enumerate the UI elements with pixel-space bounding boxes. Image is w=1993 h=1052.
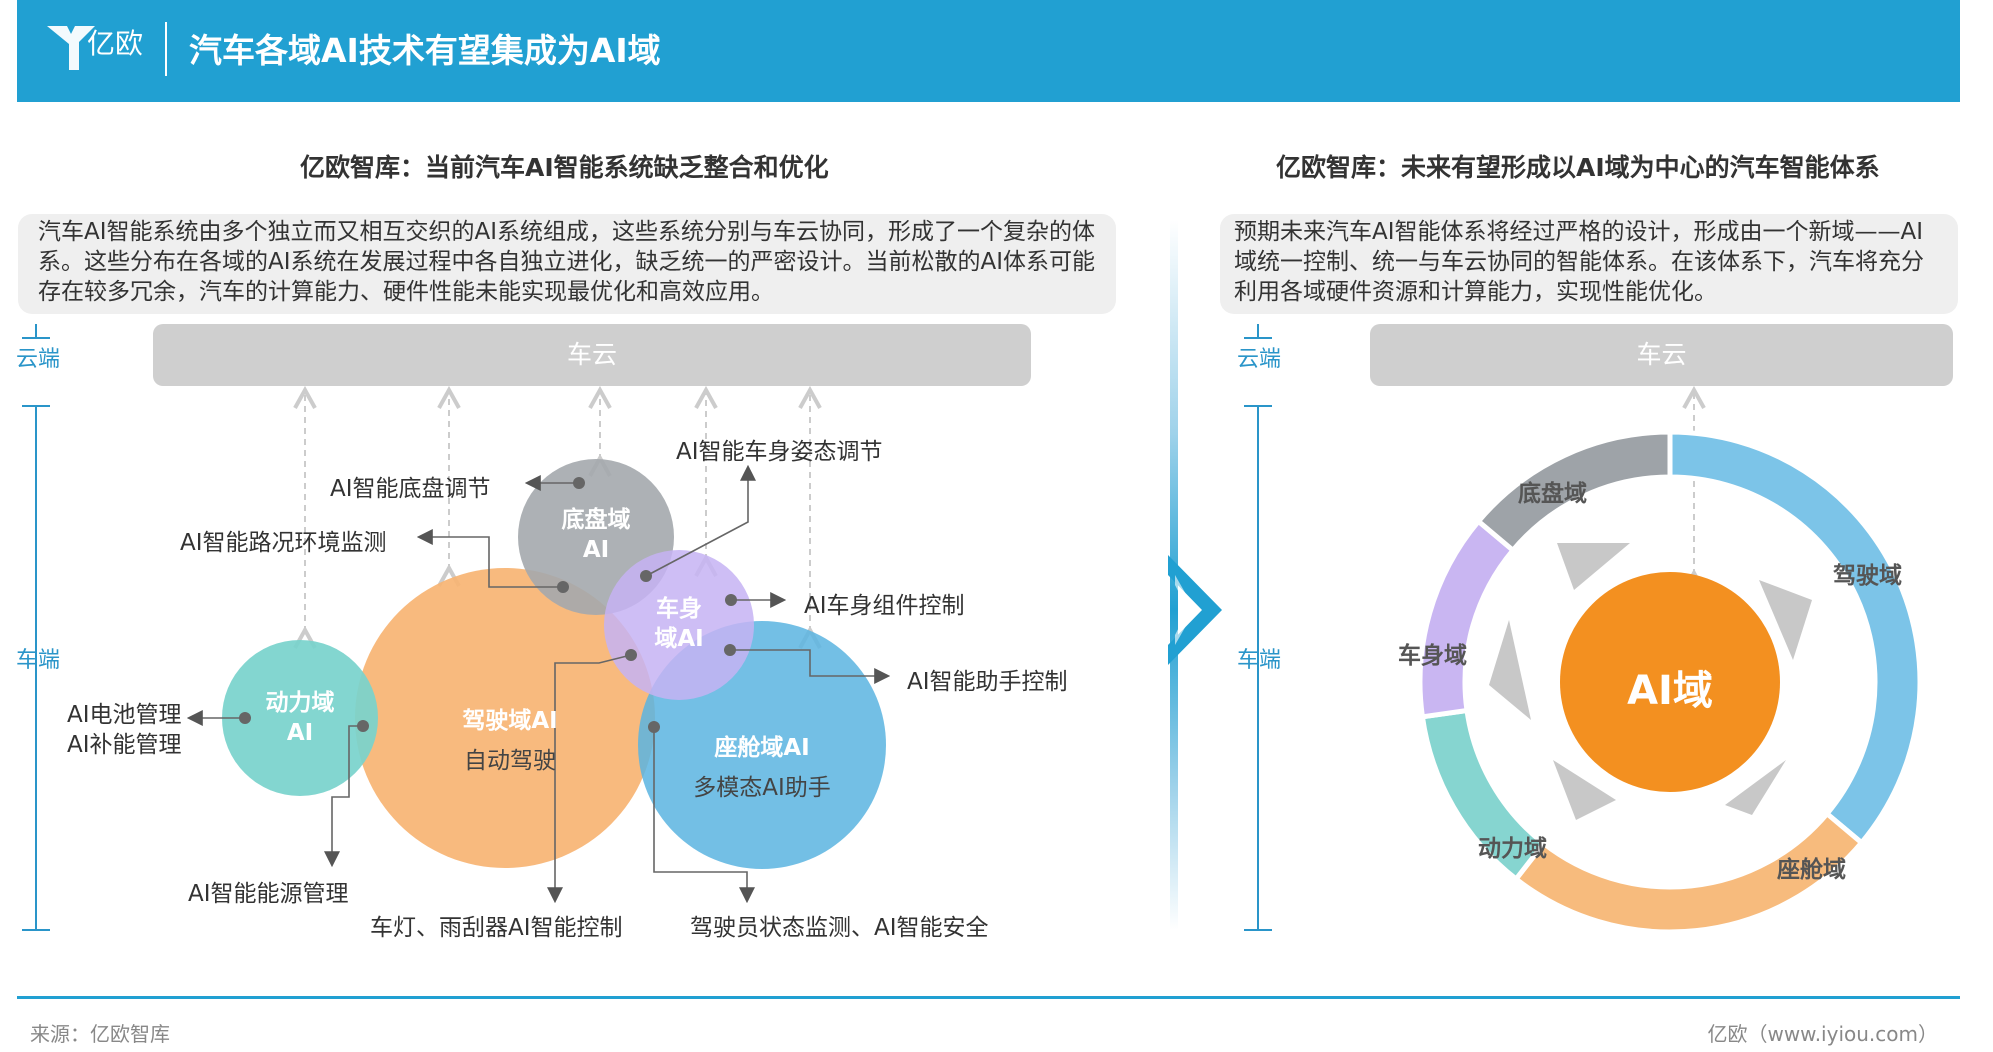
annotation-charging: AI补能管理 bbox=[67, 732, 182, 758]
chassis-bubble-label: 底盘域 AI bbox=[551, 505, 641, 565]
body-bubble-line2: 域AI bbox=[654, 626, 704, 652]
ring-segment-driving bbox=[1667, 429, 1923, 847]
right-cloud-label: 云端 bbox=[1237, 347, 1282, 372]
yiou-logo-icon bbox=[47, 26, 95, 70]
right-subtitle: 亿欧智库：未来有望形成以AI域为中心的汽车智能体系 bbox=[1276, 153, 1880, 182]
ring-segment-chassis bbox=[1474, 429, 1673, 554]
right-cloud-bar: 车云 bbox=[1370, 324, 1953, 386]
ring-label-chassis: 底盘域 bbox=[1518, 481, 1587, 507]
driving-bubble-label: 驾驶域AI 自动驾驶 bbox=[425, 701, 595, 781]
annotation-body-posture: AI智能车身姿态调节 bbox=[676, 439, 883, 465]
transition-chevron bbox=[1168, 220, 1222, 930]
footer-source: 来源：亿欧智库 bbox=[30, 1022, 170, 1046]
annotation-dots bbox=[239, 477, 737, 733]
right-ruler bbox=[1244, 324, 1272, 931]
chassis-bubble-line1: 底盘域 bbox=[561, 507, 631, 533]
power-bubble-line1: 动力域 bbox=[265, 690, 335, 716]
footer-site: 亿欧（www.iyiou.com） bbox=[1707, 1022, 1938, 1046]
cockpit-bubble-line1: 座舱域AI bbox=[714, 735, 810, 761]
power-domain-bubble bbox=[222, 640, 378, 796]
logo-text: 亿欧 bbox=[87, 27, 144, 60]
header-bar: 亿欧 汽车各域AI技术有望集成为AI域 bbox=[17, 0, 1960, 102]
body-bubble-line1: 车身 bbox=[656, 596, 702, 622]
ai-domain-label: AI域 bbox=[1627, 668, 1713, 714]
ring-label-driving: 驾驶域 bbox=[1833, 563, 1902, 589]
annotation-connectors bbox=[186, 464, 891, 904]
domain-ring bbox=[1417, 429, 1923, 935]
header-divider bbox=[165, 22, 167, 76]
left-description: 汽车AI智能系统由多个独立而又相互交织的AI系统组成，这些系统分别与车云协同，形… bbox=[18, 214, 1116, 314]
ring-label-cockpit: 座舱域 bbox=[1777, 857, 1846, 883]
annotation-energy: AI智能能源管理 bbox=[188, 881, 349, 907]
ai-domain-core bbox=[1560, 572, 1780, 792]
left-cloud-bar: 车云 bbox=[153, 324, 1031, 386]
chassis-bubble-line2: AI bbox=[582, 537, 610, 563]
annotation-body-component: AI车身组件控制 bbox=[804, 593, 965, 619]
annotation-lights: 车灯、雨刮器AI智能控制 bbox=[370, 915, 623, 941]
annotation-assistant: AI智能助手控制 bbox=[907, 669, 1068, 695]
ring-triangles bbox=[1489, 543, 1812, 820]
body-domain-bubble bbox=[604, 550, 754, 700]
footer-divider bbox=[17, 996, 1960, 999]
power-bubble-line2: AI bbox=[286, 720, 314, 746]
annotation-battery: AI电池管理 bbox=[67, 702, 182, 728]
ring-label-power: 动力域 bbox=[1478, 836, 1547, 862]
driving-domain-bubble bbox=[355, 568, 655, 868]
power-bubble-label: 动力域 AI bbox=[250, 688, 350, 748]
annotation-chassis-adjust: AI智能底盘调节 bbox=[330, 476, 491, 502]
driving-bubble-line1: 驾驶域AI bbox=[462, 708, 558, 734]
left-cloud-label: 云端 bbox=[16, 347, 61, 372]
ring-label-body: 车身域 bbox=[1398, 643, 1467, 669]
annotation-road-monitor: AI智能路况环境监测 bbox=[180, 530, 387, 556]
right-car-label: 车端 bbox=[1237, 648, 1282, 673]
page-title: 汽车各域AI技术有望集成为AI域 bbox=[189, 31, 661, 70]
driving-bubble-line2: 自动驾驶 bbox=[464, 748, 556, 774]
cockpit-bubble-label: 座舱域AI 多模态AI助手 bbox=[672, 728, 852, 808]
right-description: 预期未来汽车AI智能体系将经过严格的设计，形成由一个新域——AI域统一控制、统一… bbox=[1220, 214, 1958, 314]
cloud-sync-arrows bbox=[305, 392, 1694, 632]
annotation-driver-monitor: 驾驶员状态监测、AI智能安全 bbox=[690, 915, 989, 941]
left-car-label: 车端 bbox=[16, 648, 61, 673]
body-bubble-label: 车身 域AI bbox=[634, 594, 724, 654]
left-ruler bbox=[22, 324, 50, 931]
left-subtitle: 亿欧智库：当前汽车AI智能系统缺乏整合和优化 bbox=[300, 153, 829, 182]
cockpit-bubble-line2: 多模态AI助手 bbox=[693, 775, 831, 801]
